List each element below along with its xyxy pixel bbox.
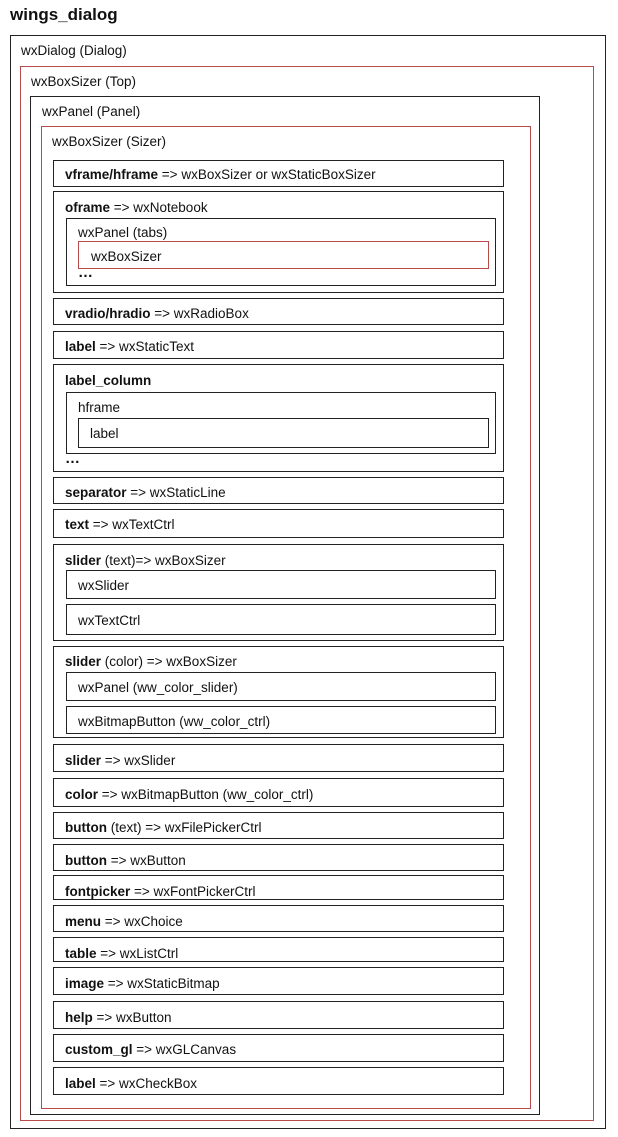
sizer-box: wxBoxSizer (Sizer)	[41, 126, 531, 1109]
row-oframe: oframe => wxNotebook wxPanel (tabs) wxBo…	[53, 191, 504, 293]
row-key: label_column	[65, 373, 152, 388]
slider-text-child-textctrl: wxTextCtrl	[66, 604, 496, 635]
row-value: => wxFontPickerCtrl	[130, 884, 256, 899]
row-key: fontpicker	[65, 884, 131, 899]
row-value: => wxSlider	[101, 753, 176, 768]
row-menu: menu => wxChoice	[53, 905, 504, 932]
row-value: => wxTextCtrl	[89, 517, 175, 532]
top-sizer-box: wxBoxSizer (Top)	[20, 66, 594, 1121]
row-key: menu	[65, 914, 102, 929]
row-image: image => wxStaticBitmap	[53, 967, 504, 995]
top-sizer-label: wxBoxSizer (Top)	[31, 74, 137, 89]
row-vradio-hradio: vradio/hradio => wxRadioBox	[53, 298, 504, 325]
row-color: color => wxBitmapButton (ww_color_ctrl)	[53, 778, 504, 807]
row-key: custom_gl	[65, 1042, 133, 1057]
row-key: label	[65, 1076, 96, 1091]
row-value: => wxBoxSizer or wxStaticBoxSizer	[158, 167, 376, 182]
row-value: => wxStaticLine	[126, 485, 226, 500]
row-key: slider	[65, 753, 102, 768]
row-value: (color) => wxBoxSizer	[101, 654, 237, 669]
row-value: => wxStaticText	[95, 339, 195, 354]
panel-label: wxPanel (Panel)	[42, 104, 141, 119]
row-label: label => wxStaticText	[53, 331, 504, 359]
row-value: => wxGLCanvas	[132, 1042, 237, 1057]
row-key: slider	[65, 654, 102, 669]
oframe-inner-sizer: wxBoxSizer	[78, 241, 489, 269]
slider-text-child-slider: wxSlider	[66, 570, 496, 599]
child-label: wxSlider	[78, 578, 130, 593]
row-value: => wxRadioBox	[150, 306, 249, 321]
row-value: => wxButton	[92, 1010, 172, 1025]
child-label: wxTextCtrl	[78, 613, 141, 628]
row-key: oframe	[65, 200, 111, 215]
row-key: button	[65, 853, 107, 868]
row-separator: separator => wxStaticLine	[53, 477, 504, 504]
row-custom-gl: custom_gl => wxGLCanvas	[53, 1034, 504, 1062]
row-value: => wxBitmapButton (ww_color_ctrl)	[98, 787, 314, 802]
row-key: text	[65, 517, 90, 532]
row-help: help => wxButton	[53, 1001, 504, 1029]
row-value: => wxChoice	[101, 914, 183, 929]
row-label-column: label_column hframe label …	[53, 364, 504, 472]
row-fontpicker: fontpicker => wxFontPickerCtrl	[53, 875, 504, 900]
row-value: => wxListCtrl	[96, 946, 179, 961]
row-table: table => wxListCtrl	[53, 937, 504, 962]
row-vframe-hframe: vframe/hframe => wxBoxSizer or wxStaticB…	[53, 160, 504, 187]
row-slider-text: slider (text)=> wxBoxSizer wxSlider wxTe…	[53, 544, 504, 641]
row-value: => wxStaticBitmap	[104, 976, 220, 991]
row-text: text => wxTextCtrl	[53, 509, 504, 538]
row-value: => wxCheckBox	[95, 1076, 198, 1091]
label-column-ellipsis: …	[65, 450, 80, 467]
oframe-tabs-panel: wxPanel (tabs) wxBoxSizer …	[66, 218, 496, 286]
row-key: vradio/hradio	[65, 306, 151, 321]
oframe-ellipsis: …	[78, 264, 93, 281]
dialog-label: wxDialog (Dialog)	[21, 43, 127, 58]
row-key: button	[65, 820, 107, 835]
diagram-title: wings_dialog	[10, 5, 118, 24]
row-slider-color: slider (color) => wxBoxSizer wxPanel (ww…	[53, 646, 504, 738]
row-button-text: button (text) => wxFilePickerCtrl	[53, 812, 504, 839]
child-label: wxBitmapButton (ww_color_ctrl)	[78, 714, 271, 729]
row-key: help	[65, 1010, 93, 1025]
row-key: slider	[65, 553, 102, 568]
row-key: separator	[65, 485, 127, 500]
row-value: (text)=> wxBoxSizer	[101, 553, 226, 568]
row-key: table	[65, 946, 97, 961]
slider-color-child-panel: wxPanel (ww_color_slider)	[66, 672, 496, 701]
row-slider: slider => wxSlider	[53, 744, 504, 772]
oframe-inner-label: wxBoxSizer	[91, 249, 162, 264]
row-value: => wxButton	[106, 853, 186, 868]
inner-label-text: label	[90, 426, 119, 441]
row-button: button => wxButton	[53, 844, 504, 871]
row-value: => wxNotebook	[110, 200, 208, 215]
hframe-inner-label-box: label	[78, 418, 489, 448]
label-column-hframe: hframe label	[66, 392, 496, 454]
row-key: color	[65, 787, 99, 802]
slider-color-child-bitmapbutton: wxBitmapButton (ww_color_ctrl)	[66, 706, 496, 734]
row-label-checkbox: label => wxCheckBox	[53, 1067, 504, 1095]
oframe-tabs-label: wxPanel (tabs)	[78, 225, 168, 240]
row-key: vframe/hframe	[65, 167, 159, 182]
sizer-label: wxBoxSizer (Sizer)	[52, 134, 167, 149]
row-key: image	[65, 976, 105, 991]
hframe-label: hframe	[78, 400, 121, 415]
row-value: (text) => wxFilePickerCtrl	[106, 820, 262, 835]
row-key: label	[65, 339, 96, 354]
child-label: wxPanel (ww_color_slider)	[78, 680, 238, 695]
